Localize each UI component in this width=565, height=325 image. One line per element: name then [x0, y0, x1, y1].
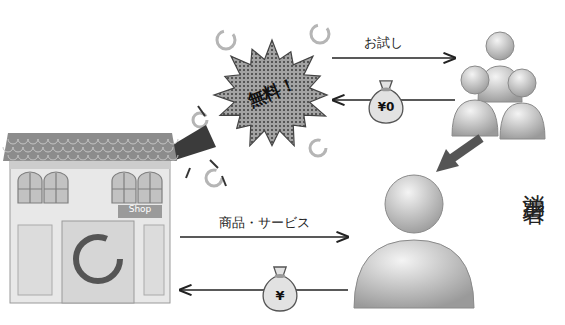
node-text: ¥0 — [364, 100, 408, 114]
node-outline — [258, 262, 302, 312]
node-text: Shop — [118, 204, 162, 215]
shop-logo — [76, 237, 120, 281]
shop-display — [18, 225, 52, 295]
decor-circles — [193, 25, 329, 186]
shop-building: Shop — [0, 125, 180, 305]
edge-label: 商品・サービス — [219, 214, 310, 232]
consumer-figure: 消費者 — [348, 168, 560, 313]
node-text: ¥ — [258, 288, 302, 304]
money-bag-node: ¥ — [258, 262, 302, 312]
shop-wall — [10, 161, 170, 303]
arrow-label: お試し — [364, 34, 403, 52]
shop-sign — [118, 205, 162, 218]
shop-roof — [3, 133, 177, 161]
shop-windows — [18, 172, 162, 203]
consumer-body — [354, 240, 474, 308]
bag-tie — [275, 274, 286, 278]
shop-band — [10, 161, 170, 169]
shop-entrance — [62, 221, 134, 303]
trial-arrow — [332, 57, 455, 59]
bag-tie — [381, 88, 392, 92]
roof-tiles — [3, 139, 178, 160]
people-group — [452, 32, 545, 139]
node-outline — [348, 168, 560, 313]
money-bag-node: ¥0 — [364, 76, 408, 124]
flow-arrow — [180, 236, 348, 238]
shop-display — [144, 225, 164, 295]
starburst-callout: 無料！ — [214, 40, 330, 150]
node-outline — [0, 125, 180, 305]
consumer-head — [385, 175, 443, 233]
group-to-consumer-arrow — [436, 138, 481, 172]
node-text: 消費者 — [520, 176, 548, 188]
